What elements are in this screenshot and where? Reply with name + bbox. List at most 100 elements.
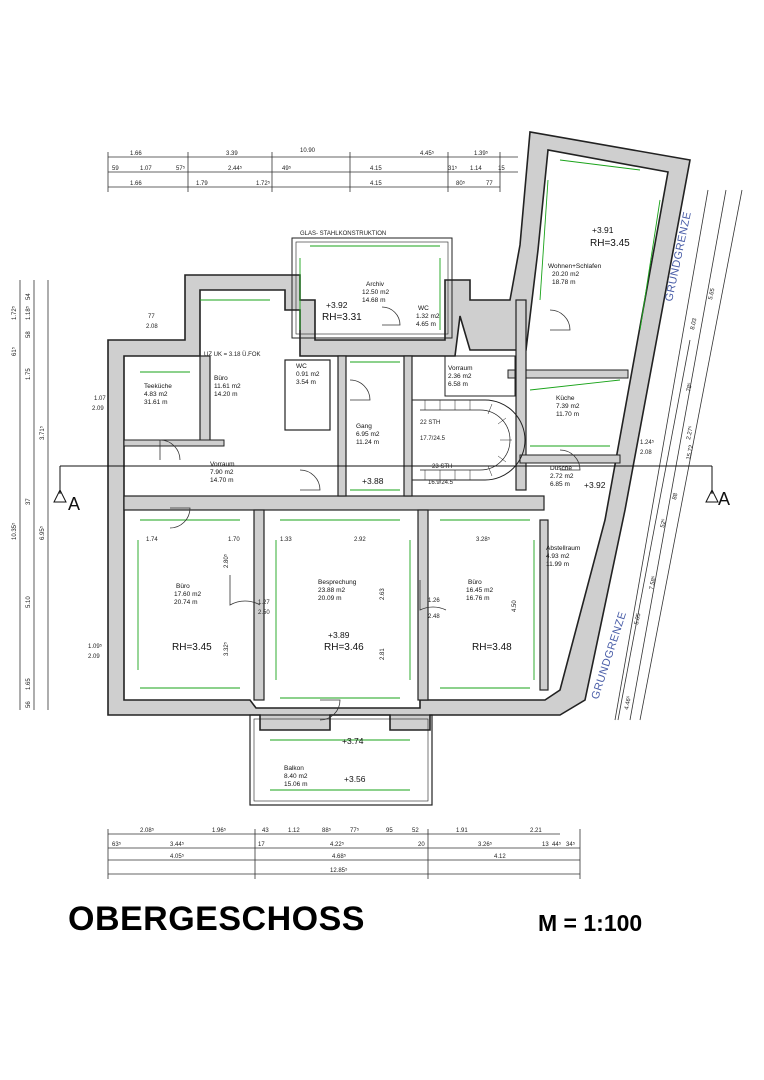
room-area: 2.36 m2 — [448, 373, 472, 380]
dim-bottom: 52 — [412, 828, 419, 834]
dim-right-10: 52⁵ — [659, 517, 668, 528]
stair-2b-label: 16.9/24.5 — [428, 480, 454, 486]
room-abstellraum: Abstellraum 4.93 m2 11.99 m — [546, 545, 580, 568]
room-perimeter: 4.65 m — [416, 321, 436, 328]
room-name: WC — [418, 305, 429, 312]
room-name: Dusche — [550, 465, 572, 472]
dim-right-8: 78⁵ — [685, 381, 694, 392]
room-area: 16.45 m2 — [466, 587, 493, 594]
dim-left-7: 3.71⁵ — [39, 425, 46, 440]
dim-bottom: 2.08⁵ — [140, 827, 155, 834]
dim-misc: 2.09 — [88, 654, 100, 660]
dim-misc: 1.07 — [94, 396, 106, 402]
dim-bottom: 3.44⁵ — [170, 841, 185, 848]
room-height: RH=3.45 — [590, 238, 630, 249]
level-marker: +3.56 — [344, 774, 366, 784]
room-area: 7.39 m2 — [556, 403, 580, 410]
dim-bottom: 4.05⁵ — [170, 853, 185, 860]
section-marker-left: A — [68, 494, 80, 514]
room-perimeter: 18.78 m — [552, 279, 576, 286]
level-marker: +3.92 — [326, 300, 348, 310]
room-besprechung: Besprechung 23.88 m2 20.09 m +3.89 RH=3.… — [318, 579, 364, 653]
room-area: 0.91 m2 — [296, 371, 320, 378]
green-annotations — [137, 159, 661, 791]
dim-top-r2-4: 2.44⁵ — [228, 165, 243, 172]
room-perimeter: 11.99 m — [546, 561, 569, 568]
dim-bottom: 44⁵ — [552, 841, 562, 848]
dim-bottom: 4.22⁵ — [330, 841, 345, 848]
room-name: WC — [296, 363, 307, 370]
room-name: Vorraum — [448, 365, 473, 372]
room-name: Büro — [468, 579, 482, 586]
dim-misc: 2.92 — [354, 537, 366, 543]
room-area: 8.40 m2 — [284, 773, 308, 780]
section-marker-right: A — [718, 489, 730, 509]
dim-top-r2-5: 49⁵ — [282, 165, 292, 172]
drawing-scale: M = 1:100 — [538, 910, 643, 936]
room-perimeter: 20.09 m — [318, 595, 342, 602]
room-name: Gang — [356, 423, 372, 430]
dim-misc: 3.28⁵ — [476, 536, 491, 543]
stair-1b-label: 17.7/24.5 — [420, 436, 446, 442]
room-name: Büro — [214, 375, 228, 382]
room-area: 6.95 m2 — [356, 431, 380, 438]
room-area: 20.20 m2 — [552, 271, 579, 278]
door-swings — [159, 306, 581, 721]
left-dimensions: 1.72⁵ 54 1.18⁵ 58 61⁵ 1.75 3.71⁵ 10.35⁵ … — [11, 280, 49, 710]
dim-left-11: 5.10 — [26, 596, 32, 608]
room-gang: Gang 6.95 m2 11.24 m +3.88 — [356, 423, 384, 486]
dim-bottom: 1.96⁵ — [212, 827, 227, 834]
dim-left-8: 10.35⁵ — [11, 522, 18, 540]
room-height: RH=3.31 — [322, 312, 362, 323]
room-name: Vorraum — [210, 461, 235, 468]
right-dimensions: 5.65 8.03 15.72 5.05 7.58⁵ 4.46⁵ 2.27⁵ 7… — [614, 189, 743, 721]
dim-right-4: 5.05 — [634, 612, 642, 625]
room-area: 4.83 m2 — [144, 391, 168, 398]
dim-misc: 1.33 — [280, 537, 292, 543]
room-perimeter: 16.76 m — [466, 595, 490, 602]
dim-misc: 2.09 — [92, 406, 104, 412]
dim-right-7: 2.27⁵ — [685, 425, 695, 441]
dim-top-r2-2: 1.07 — [140, 166, 152, 172]
dim-left-9: 37 — [26, 498, 32, 505]
dim-right-12: 2.08 — [640, 450, 652, 456]
room-height: RH=3.45 — [172, 642, 212, 653]
room-area: 23.88 m2 — [318, 587, 345, 594]
dim-left-1: 1.72⁵ — [11, 305, 18, 320]
dim-bottom: 1.91 — [456, 828, 468, 834]
room-wc: WC 1.32 m2 4.65 m — [416, 305, 440, 328]
dim-right-6: 4.46⁵ — [623, 695, 633, 711]
dim-top-r2-7: 31⁵ — [448, 165, 458, 172]
room-vorraum-1: Vorraum 2.36 m2 6.58 m — [448, 365, 473, 388]
dim-top-r2-8: 1.14 — [470, 166, 482, 172]
dim-bottom: 63⁵ — [112, 841, 122, 848]
room-balkon: Balkon 8.40 m2 15.06 m +3.74 +3.56 — [284, 736, 366, 788]
room-name: Wohnen+Schlafen — [548, 263, 602, 270]
dim-misc: 1.70 — [228, 537, 240, 543]
level-marker: +3.88 — [362, 476, 384, 486]
dim-bottom: 43 — [262, 828, 269, 834]
level-marker: +3.74 — [342, 736, 364, 746]
dim-bottom-total: 12.85⁵ — [330, 867, 348, 874]
dim-misc: 2.80⁵ — [223, 553, 230, 568]
dim-right-2: 8.03 — [690, 317, 698, 330]
dim-bottom: 17 — [258, 842, 265, 848]
bottom-dimensions: 2.08⁵ 1.96⁵ 43 1.12 88⁵ 77⁵ 95 52 1.91 2… — [107, 827, 581, 879]
room-dusche: Dusche 2.72 m2 6.85 m +3.92 — [550, 465, 606, 490]
dim-misc: 1.27 — [258, 600, 270, 606]
dim-misc: 2.48 — [428, 614, 440, 620]
room-perimeter: 6.85 m — [550, 481, 570, 488]
room-name: Balkon — [284, 765, 304, 772]
dim-bottom: 2.21 — [530, 828, 542, 834]
room-name: Abstellraum — [546, 545, 580, 552]
room-name: Besprechung — [318, 579, 357, 586]
dim-left-10: 6.95⁵ — [39, 525, 46, 540]
uz-label: UZ UK = 3.18 Ü.FOK — [204, 351, 261, 358]
dim-misc: 2.81 — [380, 648, 386, 660]
dim-misc: 4.50 — [512, 600, 518, 612]
dim-top-r3-3: 1.72⁵ — [256, 180, 271, 187]
dim-bottom: 20 — [418, 842, 425, 848]
room-perimeter: 3.54 m — [296, 379, 316, 386]
room-buero-3: Büro 16.45 m2 16.76 m RH=3.48 — [466, 579, 512, 653]
